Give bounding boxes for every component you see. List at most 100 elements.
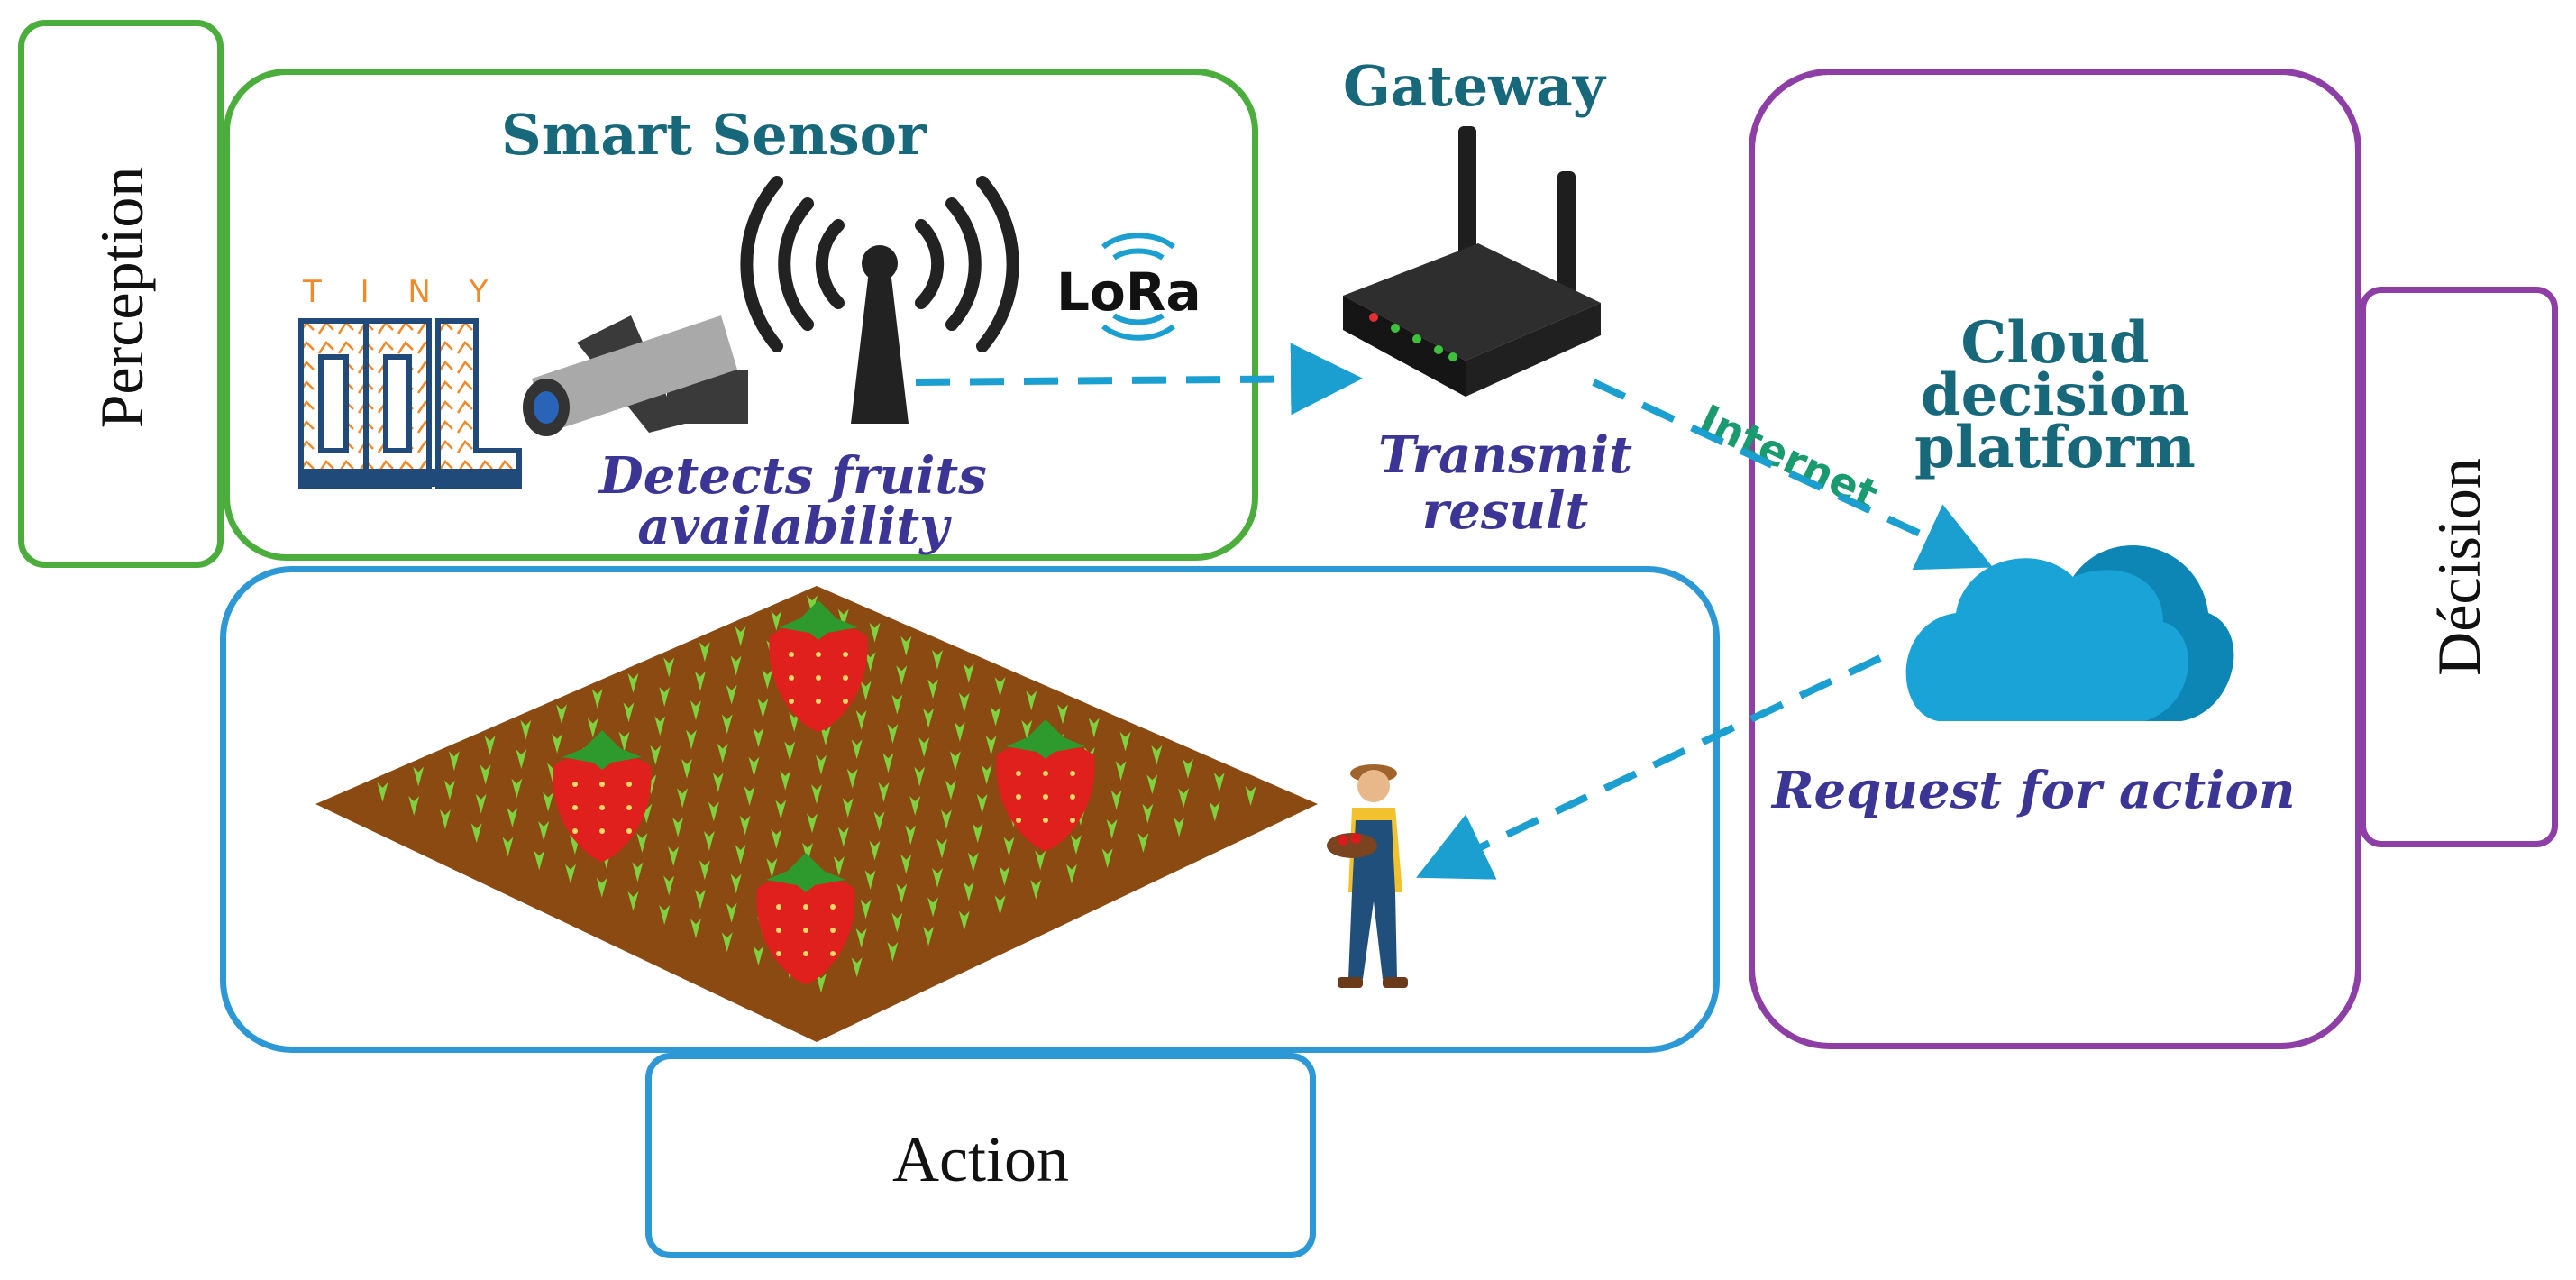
- plant-sprout: [802, 842, 814, 863]
- plant-sprout: [927, 897, 939, 918]
- plant-sprout: [739, 815, 751, 836]
- plant-sprout: [842, 798, 854, 818]
- action-label: Action: [892, 1123, 1069, 1195]
- plant-sprout: [864, 652, 876, 672]
- gateway-caption-line2: result: [1421, 481, 1589, 541]
- plant-sprout: [846, 768, 858, 789]
- smart-sensor-title: Smart Sensor: [501, 102, 927, 168]
- action-area-box: [220, 566, 1720, 1053]
- plant-sprout: [507, 807, 518, 827]
- decision-label-box: [2360, 287, 2558, 847]
- plant-sprout: [654, 716, 666, 736]
- gateway-caption: Transmit result: [1316, 427, 1694, 539]
- plant-sprout: [807, 595, 818, 616]
- plant-sprout: [909, 795, 921, 816]
- plant-sprout: [663, 657, 675, 678]
- plant-sprout: [636, 833, 648, 854]
- cloud-icon: [1905, 545, 2234, 721]
- plant-sprout: [632, 862, 644, 882]
- plant-sprout: [981, 764, 992, 785]
- plant-sprout: [994, 677, 1006, 698]
- plant-sprout: [1209, 801, 1220, 822]
- plant-sprout: [878, 782, 890, 802]
- plant-sprout: [771, 828, 782, 849]
- plant-sprout: [918, 737, 930, 758]
- cloud-title-line2: decision: [1920, 361, 2190, 429]
- plant-sprout: [659, 686, 671, 707]
- plant-sprout: [967, 852, 979, 873]
- plant-sprout: [940, 809, 952, 830]
- plant-sprout: [408, 795, 420, 816]
- plant-sprout: [699, 642, 710, 663]
- cloud-platform-box: [1749, 69, 2361, 1049]
- plant-sprout: [1003, 837, 1015, 857]
- plant-sprout: [663, 875, 675, 896]
- plant-sprout: [591, 689, 603, 709]
- plant-sprout: [681, 758, 693, 779]
- plant-sprout: [511, 778, 523, 799]
- plant-sprout: [869, 840, 881, 861]
- plant-sprout: [712, 773, 724, 793]
- strawberry-icon: [769, 600, 868, 732]
- plant-sprout: [945, 780, 956, 800]
- plant-sprout: [413, 766, 425, 787]
- sensor-caption-line1: Detects fruits: [599, 446, 987, 506]
- strawberry-icon: [553, 730, 652, 862]
- plant-sprout: [896, 883, 908, 904]
- plant-sprout: [726, 684, 737, 705]
- tinyml-logo: [298, 318, 522, 489]
- plant-sprout: [516, 749, 527, 770]
- plant-sprout: [932, 867, 944, 888]
- plant-sprout: [958, 692, 970, 713]
- plant-sprout: [1057, 704, 1069, 725]
- plant-sprout: [757, 698, 769, 718]
- plant-sprout: [448, 751, 460, 772]
- plant-sprout: [721, 714, 733, 735]
- plant-sprout: [851, 957, 863, 978]
- plant-sprout: [735, 844, 746, 864]
- plant-sprout: [1245, 786, 1256, 807]
- plant-sprout: [1065, 864, 1077, 884]
- cloud-caption: Request for action: [1772, 761, 2296, 820]
- plant-sprout: [927, 679, 939, 699]
- plant-sprout: [976, 793, 988, 814]
- plant-sprout: [1119, 731, 1131, 752]
- strawberry-icon: [996, 719, 1095, 851]
- plant-sprout: [807, 813, 818, 834]
- plant-sprout: [475, 793, 487, 814]
- plant-sprout: [1088, 718, 1100, 738]
- plant-sprout: [690, 919, 701, 939]
- lora-text: LoRa: [1056, 261, 1201, 323]
- plant-sprout: [1030, 879, 1042, 900]
- plant-sprout: [735, 626, 746, 646]
- plant-sprout: [851, 739, 863, 760]
- router-icon: [1343, 126, 1601, 397]
- antenna-icon: [740, 176, 1019, 424]
- plant-sprout: [627, 672, 639, 693]
- plant-sprout: [1142, 803, 1154, 824]
- plant-sprout: [784, 741, 796, 762]
- plant-sprout: [690, 700, 701, 721]
- plant-sprout: [985, 735, 997, 755]
- plant-sprout: [564, 864, 576, 884]
- plant-sprout: [623, 702, 635, 723]
- plant-sprout: [949, 751, 961, 772]
- plant-sprout: [873, 811, 885, 832]
- plant-sprout: [480, 764, 491, 785]
- plant-sprout: [855, 928, 867, 948]
- plant-sprout: [1035, 850, 1046, 871]
- plant-sprout: [766, 858, 778, 879]
- plant-sprout: [753, 727, 764, 748]
- plant-sprout: [717, 743, 728, 763]
- plant-sprout: [833, 855, 845, 876]
- plant-sprout: [815, 973, 827, 993]
- plant-sprout: [677, 788, 689, 809]
- plant-sprout: [896, 665, 908, 686]
- plant-sprout: [672, 817, 684, 837]
- plant-sprout: [1137, 833, 1149, 854]
- plant-sprout: [860, 681, 872, 701]
- gateway-to-cloud-arrow: [1592, 379, 1994, 571]
- plant-sprout: [891, 912, 903, 933]
- plant-sprout: [905, 825, 917, 846]
- plant-sprout: [694, 671, 706, 691]
